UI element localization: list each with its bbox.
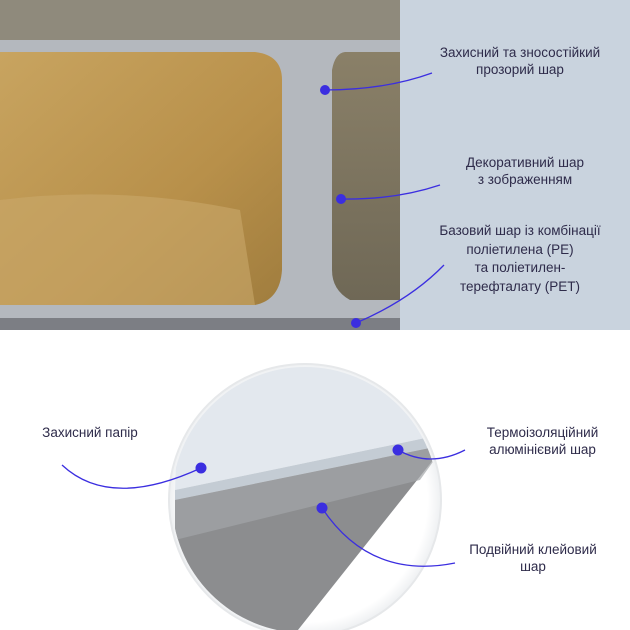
- label-line: алюмінієвий шар: [489, 442, 596, 457]
- tile-photo: [0, 0, 630, 330]
- transparent-layer-panel: [400, 0, 630, 330]
- callout-dots: [195, 85, 404, 514]
- label-line: Базовий шар із комбінації: [439, 223, 601, 238]
- backing-layers: [175, 367, 438, 630]
- label-aluminum-layer: Термоізоляційний алюмінієвий шар: [460, 424, 625, 458]
- label-line: Термоізоляційний: [486, 425, 599, 440]
- label-protective-paper: Захисний папір: [42, 425, 138, 440]
- label-line: та поліетилен-: [474, 260, 566, 275]
- label-decor-layer: Декоративний шар з зображенням: [425, 154, 625, 188]
- label-line: Захисний та зносостійкий: [439, 45, 601, 60]
- label-line: прозорий шар: [476, 62, 564, 77]
- label-protective-layer: Захисний та зносостійкий прозорий шар: [415, 44, 625, 78]
- label-line: Подвійний клейовий: [469, 542, 597, 557]
- gray-stone: [332, 52, 400, 300]
- label-adhesive-layer: Подвійний клейовий шар: [448, 541, 618, 575]
- callout-lines: [61, 72, 466, 567]
- label-base-layer: Базовий шар із комбінації поліетилена (P…: [415, 222, 625, 296]
- label-line: з зображенням: [477, 172, 573, 187]
- label-line: Декоративний шар: [466, 155, 584, 170]
- label-line: поліетилена (PE): [466, 241, 574, 257]
- label-line: терефталату (PET): [459, 278, 581, 294]
- label-line: шар: [520, 559, 546, 574]
